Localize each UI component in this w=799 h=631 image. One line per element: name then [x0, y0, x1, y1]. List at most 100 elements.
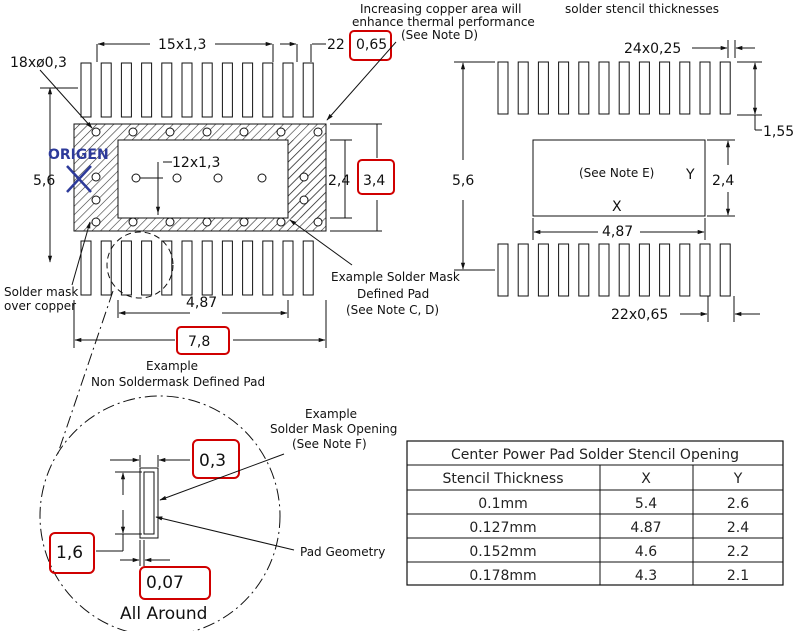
smd-note-line2: Defined Pad	[357, 287, 429, 301]
stencil-x-label: X	[612, 199, 622, 215]
thermal-via	[91, 127, 101, 137]
see-note-e: (See Note E)	[579, 166, 654, 180]
table-cell: 0.1mm	[478, 496, 528, 512]
pin-pad	[302, 240, 314, 296]
pin-pad	[181, 62, 193, 118]
smd-note-line3: (See Note C, D)	[346, 303, 439, 317]
overall-width-dimension: 7,8	[188, 334, 210, 350]
thermal-via	[91, 217, 101, 227]
thermal-via	[213, 173, 223, 183]
inner-pitch-dimension: 12x1,3	[172, 155, 220, 171]
pin-pad	[699, 61, 711, 115]
table-cell: 2.4	[727, 520, 749, 536]
table-cell: 4.3	[635, 568, 657, 584]
overall-width-highlight	[176, 326, 230, 355]
thermal-via	[276, 127, 286, 137]
table-header-cell: Y	[733, 471, 743, 487]
pin-pad	[302, 62, 314, 118]
pin-pad	[120, 62, 132, 118]
pitch-prefix: 22	[327, 37, 345, 53]
pin-pad	[719, 61, 731, 115]
table-header-cell: X	[641, 471, 651, 487]
pin-pad	[497, 61, 509, 115]
pin-pad	[719, 243, 731, 297]
pin-pad	[679, 243, 691, 297]
pin-span-dimension: 15x1,3	[158, 37, 206, 53]
nsmd-note-line1: Example	[146, 359, 198, 373]
pin-pad	[282, 62, 294, 118]
opening-note-line1: Example	[305, 407, 357, 421]
copper-note-line2: enhance thermal performance	[352, 15, 535, 29]
nsmd-note-line2: Non Soldermask Defined Pad	[91, 375, 265, 389]
detail-callout-circle	[106, 231, 174, 299]
thermal-via	[131, 173, 141, 183]
stencil-table: Center Power Pad Solder Stencil Opening …	[406, 440, 784, 586]
thermal-via	[299, 172, 309, 182]
table-cell: 4.6	[635, 544, 657, 560]
pin-pad	[537, 243, 549, 297]
stencil-pin-length-dimension: 1,55	[763, 124, 794, 140]
bottom-pin-row	[80, 240, 314, 296]
origin-label: ORIGEN	[48, 147, 109, 163]
pin-pad	[80, 62, 92, 118]
pin-pad	[282, 240, 294, 296]
pin-pad	[161, 240, 173, 296]
thermal-via	[276, 217, 286, 227]
detail-view: 0,3 1,6 0,07 All Around Example Solder M…	[39, 395, 397, 631]
detail-pad	[143, 471, 155, 535]
stencil-pitch-dimension: 22x0,65	[611, 307, 668, 323]
all-around-label: All Around	[120, 604, 207, 624]
stencil-bottom-pin-row	[497, 243, 731, 297]
detail-length-dimension: 1,6	[56, 543, 83, 563]
thermal-via	[91, 195, 101, 205]
thermal-via	[202, 217, 212, 227]
thermal-via	[257, 173, 267, 183]
opening-note-line3: (See Note F)	[292, 437, 367, 451]
pin-pad	[517, 243, 529, 297]
origin-marker-icon	[66, 165, 92, 193]
pin-pad	[659, 243, 671, 297]
pin-pad	[80, 240, 92, 296]
pin-pad	[618, 61, 630, 115]
thermal-via	[165, 217, 175, 227]
thermal-via	[165, 127, 175, 137]
pin-pad	[497, 243, 509, 297]
detail-length-highlight	[49, 532, 95, 574]
thermal-vias	[91, 127, 323, 227]
pin-pad	[638, 61, 650, 115]
pin-pad	[262, 240, 274, 296]
stencil-y-label: Y	[685, 167, 695, 183]
pin-pad	[598, 243, 610, 297]
pin-pad	[201, 62, 213, 118]
pin-pad	[141, 240, 153, 296]
pin-pad	[242, 240, 254, 296]
pin-pad	[679, 61, 691, 115]
pitch-highlight	[349, 30, 392, 61]
pad-width-dimension: 4,87	[186, 295, 217, 311]
pin-pad	[598, 61, 610, 115]
thermal-via	[313, 217, 323, 227]
stencil-pad-height-dimension: 2,4	[712, 173, 734, 189]
pin-pad	[659, 61, 671, 115]
thermal-via	[299, 195, 309, 205]
thermal-via	[172, 173, 182, 183]
outer-pad-height-highlight	[357, 159, 395, 195]
pin-pad	[141, 62, 153, 118]
pin-pad	[100, 240, 112, 296]
stencil-top-pin-row	[497, 61, 731, 115]
table-cell: 2.6	[727, 496, 749, 512]
stencil-header: solder stencil thicknesses	[565, 2, 719, 16]
smd-note-line1: Example Solder Mask	[331, 270, 460, 284]
pin-pad	[537, 61, 549, 115]
detail-clearance-highlight	[139, 566, 211, 600]
pin-pad	[638, 243, 650, 297]
thermal-via	[313, 127, 323, 137]
table-cell: 2.2	[727, 544, 749, 560]
table-header-cell: Stencil Thickness	[443, 471, 564, 487]
pad-height-dimension: 2,4	[328, 173, 350, 189]
detail-opening-dimension: 0,3	[199, 451, 226, 471]
thermal-via	[239, 217, 249, 227]
land-pattern-view: 15x1,3 22 0,65 18xø0,3 Increasing copper…	[4, 2, 535, 457]
